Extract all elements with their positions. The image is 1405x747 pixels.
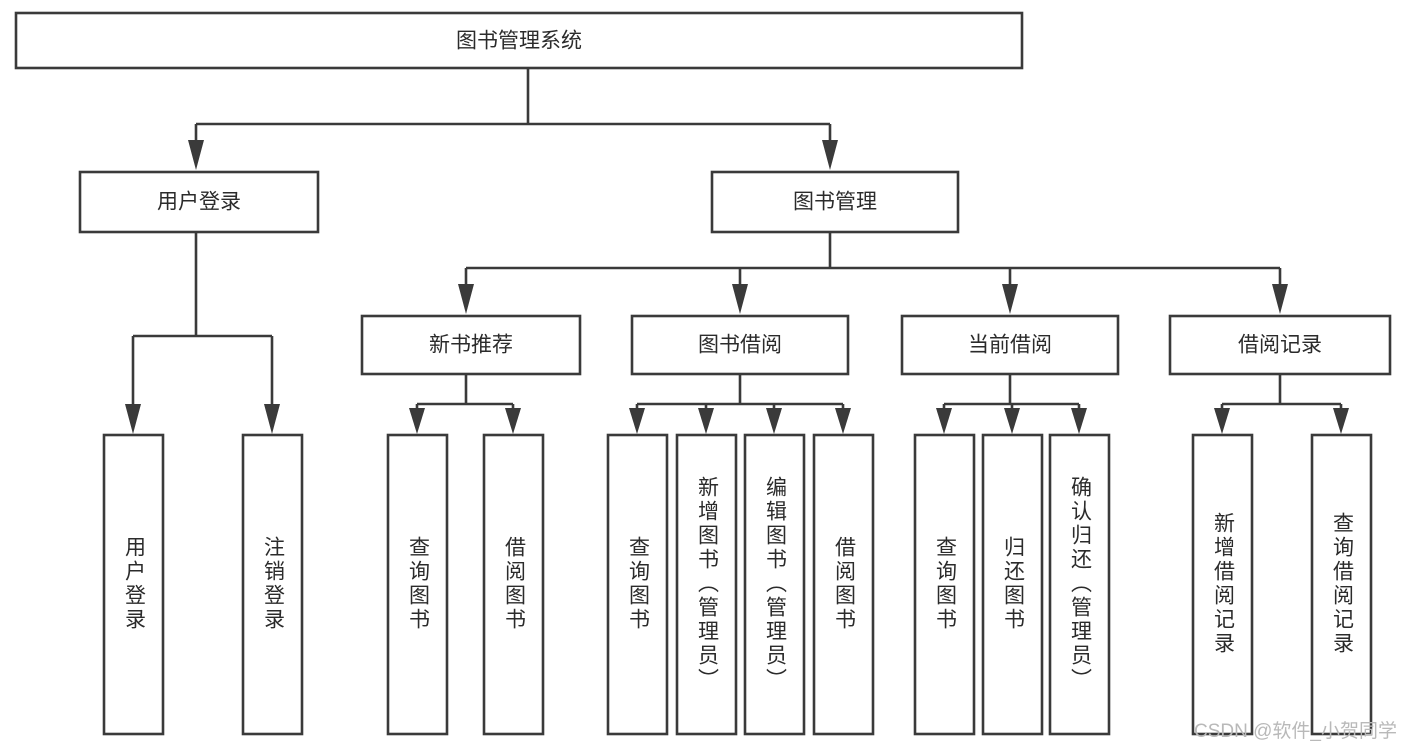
- leaf-current-borrow-2-box[interactable]: [981, 433, 1044, 736]
- arrow-leaf-user-login-1: [125, 404, 141, 434]
- leaf-current-borrow-1[interactable]: 查询图书: [913, 433, 976, 736]
- leaf-new-book-1-box[interactable]: [386, 433, 449, 736]
- leaf-user-login-1-box[interactable]: [102, 433, 165, 736]
- arrow-to-current-borrow: [1002, 284, 1018, 314]
- leaf-user-login-2-label: 注销登录: [262, 536, 286, 632]
- node-root-label: 图书管理系统: [456, 30, 582, 53]
- edge-group-user-login: [125, 232, 280, 434]
- leaf-current-borrow-3[interactable]: 确认归还（管理员）: [1048, 433, 1111, 736]
- arrow-leaf-new-book-1: [409, 408, 425, 434]
- leaf-book-borrow-1-label: 查询图书: [627, 536, 651, 632]
- node-current-borrow-box[interactable]: [900, 314, 1120, 376]
- leaf-book-borrow-3[interactable]: 编辑图书（管理员）: [743, 433, 806, 736]
- leaf-user-login-1-label: 用户登录: [123, 536, 147, 632]
- leaf-new-book-1[interactable]: 查询图书: [386, 433, 449, 736]
- arrow-to-borrow-record: [1272, 284, 1288, 314]
- leaf-current-borrow-1-label: 查询图书: [934, 536, 958, 632]
- arrow-to-book-mgmt: [822, 140, 838, 170]
- arrow-leaf-borrow-record-2: [1333, 408, 1349, 434]
- leaf-borrow-record-1-label: 新增借阅记录: [1212, 512, 1236, 656]
- node-new-book-recommend-box[interactable]: [360, 314, 582, 376]
- node-new-book-recommend[interactable]: 新书推荐: [360, 314, 582, 376]
- node-book-borrow-box[interactable]: [630, 314, 850, 376]
- leaf-borrow-record-2-label: 查询借阅记录: [1331, 512, 1355, 656]
- leaf-book-borrow-2-label: 新增图书（管理员）: [696, 476, 720, 692]
- arrow-leaf-current-borrow-1: [936, 408, 952, 434]
- node-borrow-record[interactable]: 借阅记录: [1168, 314, 1392, 376]
- node-borrow-record-box[interactable]: [1168, 314, 1392, 376]
- leaf-book-borrow-1-box[interactable]: [606, 433, 669, 736]
- arrow-leaf-book-borrow-3: [766, 408, 782, 434]
- leaf-new-book-2-label: 借阅图书: [503, 536, 527, 632]
- leaf-borrow-record-1[interactable]: 新增借阅记录: [1191, 433, 1254, 736]
- leaf-borrow-record-1-box[interactable]: [1191, 433, 1254, 736]
- csdn-watermark: CSDN @软件_小贺同学: [1194, 721, 1397, 742]
- leaf-book-borrow-3-label: 编辑图书（管理员）: [764, 476, 788, 692]
- node-book-borrow-label: 图书借阅: [698, 334, 782, 357]
- arrow-leaf-current-borrow-2: [1004, 408, 1020, 434]
- leaf-book-borrow-3-box[interactable]: [743, 433, 806, 736]
- arrow-leaf-new-book-2: [505, 408, 521, 434]
- arrow-to-user-login: [188, 140, 204, 170]
- leaf-book-borrow-4-label: 借阅图书: [833, 536, 857, 632]
- node-user-login-label: 用户登录: [157, 191, 241, 214]
- edge-group-book-borrow: [629, 374, 851, 434]
- node-new-book-recommend-label: 新书推荐: [429, 334, 513, 357]
- leaf-new-book-1-label: 查询图书: [407, 536, 431, 632]
- node-current-borrow[interactable]: 当前借阅: [900, 314, 1120, 376]
- arrow-leaf-current-borrow-3: [1071, 408, 1087, 434]
- leaf-current-borrow-3-box[interactable]: [1048, 433, 1111, 736]
- leaf-current-borrow-2[interactable]: 归还图书: [981, 433, 1044, 736]
- leaf-current-borrow-1-box[interactable]: [913, 433, 976, 736]
- arrow-leaf-book-borrow-4: [835, 408, 851, 434]
- leaf-user-login-1[interactable]: 用户登录: [102, 433, 165, 736]
- leaf-book-borrow-2[interactable]: 新增图书（管理员）: [675, 433, 738, 736]
- arrow-leaf-book-borrow-1: [629, 408, 645, 434]
- node-root[interactable]: 图书管理系统: [14, 11, 1024, 70]
- node-root-box[interactable]: [14, 11, 1024, 70]
- arrow-to-book-borrow: [732, 284, 748, 314]
- node-borrow-record-label: 借阅记录: [1238, 334, 1322, 357]
- arrow-to-new-book: [458, 284, 474, 314]
- edge-group-borrow-record: [1214, 374, 1349, 434]
- edge-group-book-mgmt: [458, 232, 1288, 314]
- leaf-new-book-2[interactable]: 借阅图书: [482, 433, 545, 736]
- node-book-borrow[interactable]: 图书借阅: [630, 314, 850, 376]
- leaf-user-login-2-box[interactable]: [241, 433, 304, 736]
- node-book-mgmt[interactable]: 图书管理: [710, 170, 960, 234]
- arrow-leaf-book-borrow-2: [698, 408, 714, 434]
- arrow-leaf-user-login-2: [264, 404, 280, 434]
- leaf-book-borrow-1[interactable]: 查询图书: [606, 433, 669, 736]
- node-book-mgmt-label: 图书管理: [793, 191, 877, 214]
- leaf-user-login-2[interactable]: 注销登录: [241, 433, 304, 736]
- leaf-book-borrow-4[interactable]: 借阅图书: [812, 433, 875, 736]
- leaf-current-borrow-2-label: 归还图书: [1002, 536, 1026, 632]
- leaf-book-borrow-2-box[interactable]: [675, 433, 738, 736]
- node-user-login[interactable]: 用户登录: [78, 170, 320, 234]
- edge-group-root: [188, 68, 838, 170]
- node-current-borrow-label: 当前借阅: [968, 334, 1052, 357]
- edge-group-new-book: [409, 374, 521, 434]
- edge-group-current-borrow: [936, 374, 1087, 434]
- leaf-borrow-record-2[interactable]: 查询借阅记录: [1310, 433, 1373, 736]
- arrow-leaf-borrow-record-1: [1214, 408, 1230, 434]
- leaf-borrow-record-2-box[interactable]: [1310, 433, 1373, 736]
- leaf-current-borrow-3-label: 确认归还（管理员）: [1069, 476, 1093, 692]
- node-user-login-box[interactable]: [78, 170, 320, 234]
- node-book-mgmt-box[interactable]: [710, 170, 960, 234]
- leaf-new-book-2-box[interactable]: [482, 433, 545, 736]
- leaf-book-borrow-4-box[interactable]: [812, 433, 875, 736]
